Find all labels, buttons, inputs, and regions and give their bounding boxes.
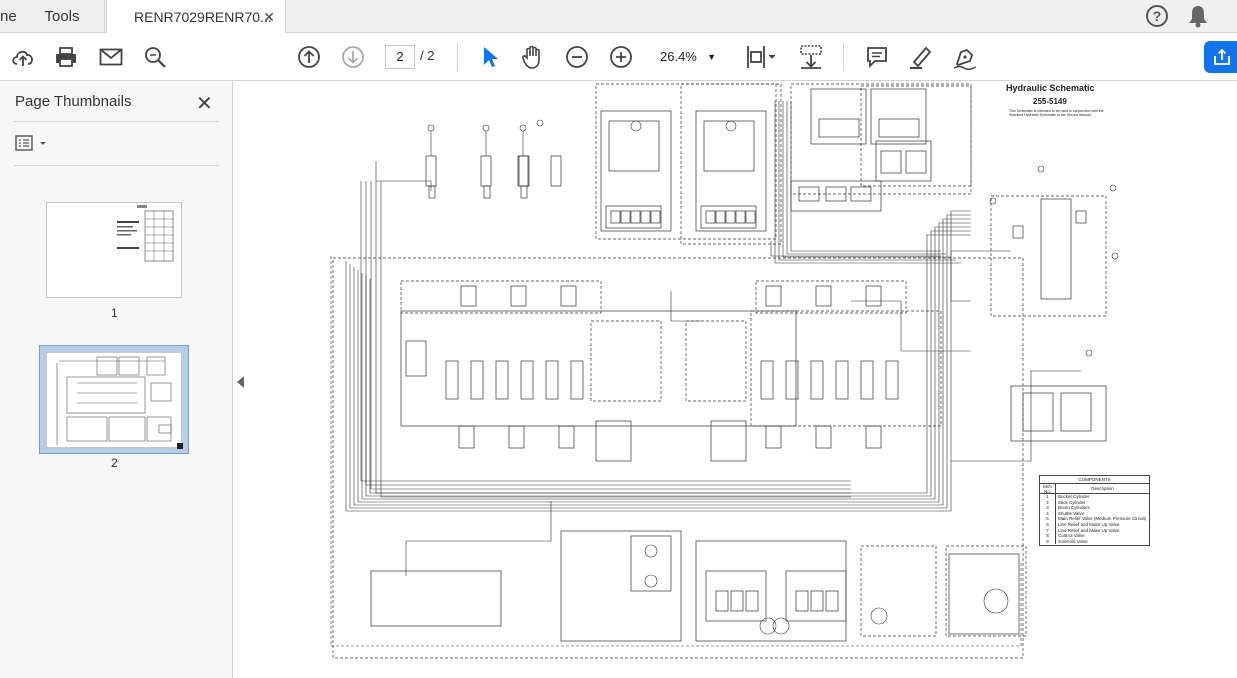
page-thumbnail-2[interactable] — [46, 352, 183, 449]
row-description: Stick Cylinder — [1058, 499, 1086, 505]
page-thumbnails-panel: Page Thumbnails ✕ 1 — [0, 81, 233, 678]
row-item-number: 9 — [1040, 538, 1056, 545]
thumbnail-page-number: 1 — [111, 306, 118, 320]
row-item-number: 3 — [1040, 505, 1056, 511]
tab-bar: ne Tools RENR7029RENR70... ✕ ? — [0, 0, 1237, 34]
share-button[interactable] — [1204, 41, 1237, 73]
previous-page-icon[interactable] — [295, 43, 323, 71]
tab-document-label: RENR7029RENR70... — [134, 9, 272, 25]
row-description: Line Relief and Make Up Valve — [1058, 521, 1120, 527]
page-thumbnail-1[interactable] — [46, 202, 182, 298]
row-item-number: 4 — [1040, 510, 1056, 517]
page-fit-icon[interactable] — [743, 43, 779, 71]
page-total-label: / 2 — [420, 48, 435, 63]
page-thumbnail-2-selected[interactable] — [39, 345, 189, 454]
comment-icon[interactable] — [863, 43, 891, 71]
document-view[interactable]: Hydraulic Schematic 255-5149 This Schema… — [251, 81, 1237, 678]
notification-bell-icon[interactable] — [1187, 4, 1209, 28]
tab-document[interactable]: RENR7029RENR70... ✕ — [106, 0, 286, 34]
row-description: Line Relief and Make Up Valve — [1058, 527, 1120, 533]
col-desc-header: Description — [1091, 486, 1114, 491]
row-description: Solenoid Valve — [1058, 538, 1088, 544]
tab-home[interactable]: ne — [0, 0, 20, 33]
thumbnail-page-number: 2 — [111, 456, 118, 470]
row-description: Main Relief Valve (Medium Pressure Circu… — [1058, 516, 1147, 522]
tab-close-icon[interactable]: ✕ — [263, 9, 275, 25]
thumbnail-options-button[interactable] — [15, 135, 49, 153]
sign-pen-icon[interactable] — [951, 43, 979, 71]
zoom-level-select[interactable]: 26.4% ▼ — [650, 45, 722, 69]
col-item-header: Item No. — [1040, 484, 1056, 494]
row-item-number: 1 — [1040, 494, 1056, 500]
schematic-title: Hydraulic Schematic — [1006, 83, 1095, 93]
zoom-out-icon[interactable] — [563, 43, 591, 71]
list-options-icon — [15, 135, 46, 151]
highlight-pen-icon[interactable] — [907, 43, 935, 71]
zoom-level-value: 26.4% — [660, 49, 697, 64]
toolbar-divider — [457, 43, 458, 71]
row-description: Boom Cylinders — [1058, 505, 1090, 511]
next-page-icon[interactable] — [339, 43, 367, 71]
schematic-note: This Schematic is intended to be used in… — [1009, 109, 1104, 117]
close-icon[interactable]: ✕ — [196, 93, 213, 115]
toolbar-divider — [843, 43, 844, 71]
panel-divider — [14, 165, 219, 166]
components-table-header: Item No. Description — [1040, 484, 1149, 494]
tab-tools[interactable]: Tools — [20, 0, 105, 33]
zoom-in-icon[interactable] — [607, 43, 635, 71]
row-description: Control Valve — [1058, 533, 1085, 539]
row-item-number: 2 — [1040, 499, 1056, 506]
row-item-number: 8 — [1040, 533, 1056, 539]
chevron-down-icon: ▼ — [707, 52, 716, 62]
upload-cloud-icon[interactable] — [9, 43, 37, 71]
toolbar: 2 / 2 26.4% ▼ — [0, 33, 1237, 81]
panel-title: Page Thumbnails — [15, 93, 132, 110]
search-icon[interactable] — [141, 43, 169, 71]
schematic-number: 255-5149 — [1033, 97, 1067, 106]
email-icon[interactable] — [97, 43, 125, 71]
hydraulic-schematic-drawing — [330, 83, 1119, 659]
row-item-number: 6 — [1040, 521, 1056, 528]
print-icon[interactable] — [52, 43, 80, 71]
hand-tool-icon[interactable] — [519, 43, 547, 71]
select-cursor-icon[interactable] — [476, 43, 504, 71]
help-icon[interactable]: ? — [1146, 5, 1168, 27]
row-item-number: 5 — [1040, 516, 1056, 522]
row-description: Bucket Cylinder — [1058, 494, 1090, 499]
row-item-number: 7 — [1040, 527, 1056, 534]
page-number-input[interactable]: 2 — [385, 45, 415, 69]
row-description: Shuttle Valve — [1058, 510, 1085, 516]
scroll-mode-icon[interactable] — [797, 43, 825, 71]
tab-tools-label: Tools — [44, 8, 80, 25]
panel-divider — [14, 121, 219, 122]
tab-home-label: ne — [0, 8, 17, 25]
collapse-panel-icon[interactable] — [237, 376, 244, 388]
components-table-heading: COMPONENTS — [1040, 476, 1149, 484]
